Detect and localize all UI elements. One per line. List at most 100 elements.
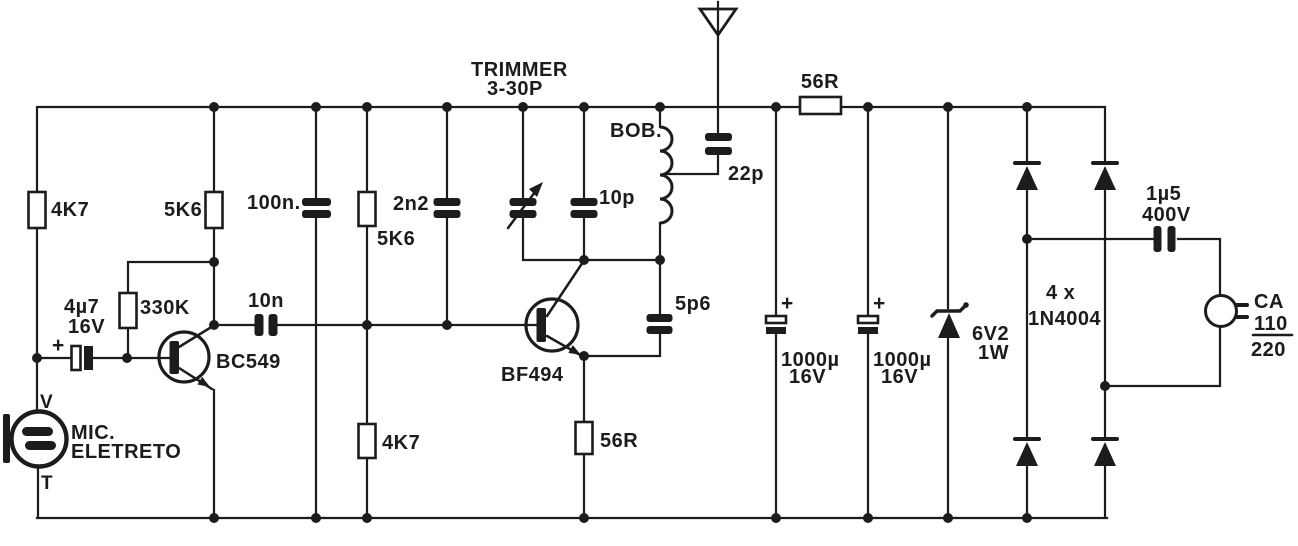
resistor-330k-label: 330K <box>140 297 190 319</box>
capacitor-plate <box>1153 226 1162 252</box>
resistor-56r-emitter: 56R <box>574 420 638 456</box>
electret-microphone: V T MIC. ELETRETO <box>3 392 181 494</box>
junction-dots <box>32 102 1110 523</box>
capacitor-22p: 22p <box>705 133 764 185</box>
capacitor-1000u-2: + 1000µ 16V <box>856 292 931 388</box>
capacitor-plate <box>254 314 264 336</box>
transistor-bf494-label: BF494 <box>501 364 564 386</box>
capacitor-4u7-voltage: 16V <box>68 316 105 338</box>
polarity-plus-sign: + <box>873 292 885 315</box>
capacitor-plate <box>84 346 93 370</box>
capacitor-plate <box>570 198 598 206</box>
resistor-5k6-divider: 5K6 <box>357 190 415 250</box>
resistor-5k6-divider-label: 5K6 <box>377 228 415 250</box>
junction-dot <box>579 351 589 361</box>
zener-cathode-bar <box>930 304 967 318</box>
microphone-plate <box>25 441 56 450</box>
resistor-body <box>118 291 138 330</box>
microphone-label-line1: MIC. <box>71 422 115 444</box>
capacitor-4u7-input: + 4µ7 16V <box>52 296 105 372</box>
ac-plug-voltage-220: 220 <box>1251 339 1286 361</box>
coil-windings <box>659 125 674 225</box>
ac-plug: CA 110 220 <box>1204 291 1294 361</box>
resistor-body <box>357 422 377 460</box>
microphone-plate <box>22 427 53 436</box>
capacitor-1u5-label: 1µ5 <box>1146 183 1181 205</box>
capacitor-4u7-label: 4µ7 <box>64 296 99 318</box>
antenna-triangle <box>697 7 739 38</box>
junction-dot <box>209 320 219 330</box>
coil-label: BOB. <box>610 120 662 142</box>
resistor-330k: 330K <box>118 291 190 330</box>
trimmer-arrow-shaft <box>506 186 540 230</box>
trimmer-capacitor: TRIMMER 3-30P <box>471 59 568 230</box>
transistor-base-bar <box>169 341 179 374</box>
junction-dot <box>362 513 372 523</box>
resistor-body <box>27 190 47 230</box>
capacitor-2n2-label: 2n2 <box>393 193 429 215</box>
junction-dot <box>442 102 452 112</box>
zener-bar-tip <box>963 302 969 308</box>
capacitor-plate <box>1167 226 1176 252</box>
bridge-label-line1: 4 x <box>1046 282 1075 304</box>
capacitor-1000u-1-label: 1000µ <box>781 349 840 371</box>
junction-dot <box>1022 513 1032 523</box>
junction-dot <box>579 102 589 112</box>
trimmer-label-line2: 3-30P <box>487 78 543 100</box>
plug-body <box>1204 294 1238 328</box>
junction-dot <box>1022 102 1032 112</box>
resistor-56r-supply-label: 56R <box>801 71 839 93</box>
capacitor-22p-label: 22p <box>728 163 764 185</box>
microphone-body <box>9 409 69 469</box>
capacitor-plate <box>705 133 732 141</box>
emitter-arrow <box>197 376 210 387</box>
zener-power-label: 1W <box>978 342 1009 364</box>
resistor-4k7-mic: 4K7 <box>27 190 89 230</box>
transistor-body <box>524 297 580 353</box>
junction-dot <box>311 102 321 112</box>
resistor-5k6-q1: 5K6 <box>164 190 224 230</box>
junction-dot <box>655 102 665 112</box>
capacitor-10n: 10n <box>248 290 283 336</box>
junction-dot <box>943 102 953 112</box>
microphone-terminal-v: V <box>40 392 53 413</box>
junction-dot <box>771 513 781 523</box>
resistor-5k6-q1-label: 5K6 <box>164 199 202 221</box>
capacitor-plate <box>858 327 878 334</box>
resistor-body <box>798 95 843 116</box>
trimmer-label-line1: TRIMMER <box>471 59 568 81</box>
capacitor-1u5-dropper: 1µ5 400V <box>1142 183 1190 252</box>
resistor-4k7-mic-label: 4K7 <box>51 199 89 221</box>
polarity-plus-sign: + <box>52 334 64 357</box>
zener-voltage-label: 6V2 <box>972 323 1009 345</box>
capacitor-plate <box>646 314 673 322</box>
ac-plug-voltage-110: 110 <box>1254 313 1288 335</box>
resistor-56r-supply: 56R <box>798 71 843 116</box>
junction-dot <box>362 320 372 330</box>
capacitor-10p-label: 10p <box>599 187 635 209</box>
capacitor-2n2: 2n2 <box>393 193 461 218</box>
resistor-4k7-divider-label: 4K7 <box>382 432 420 454</box>
junction-dot <box>362 102 372 112</box>
microphone-case-bar <box>3 414 10 463</box>
junction-dot <box>32 353 42 363</box>
junction-dot <box>209 257 219 267</box>
trimmer-arrow-head <box>529 182 543 197</box>
bridge-rectifier: 4 x 1N4004 <box>1013 161 1119 466</box>
diode-triangle <box>1016 442 1038 466</box>
capacitor-plate <box>646 326 673 334</box>
capacitor-plate <box>509 198 537 206</box>
emitter-arrow <box>568 345 581 355</box>
junction-dot <box>579 513 589 523</box>
capacitor-plate <box>570 210 598 218</box>
junction-dot <box>771 102 781 112</box>
junction-dot <box>1100 381 1110 391</box>
capacitor-plate <box>268 314 278 336</box>
junction-dot <box>209 102 219 112</box>
ac-plug-label: CA <box>1254 291 1284 313</box>
polarity-plus-sign: + <box>781 292 793 315</box>
capacitor-plate <box>433 210 461 218</box>
capacitor-plate <box>766 327 786 334</box>
resistor-4k7-divider: 4K7 <box>357 422 420 460</box>
